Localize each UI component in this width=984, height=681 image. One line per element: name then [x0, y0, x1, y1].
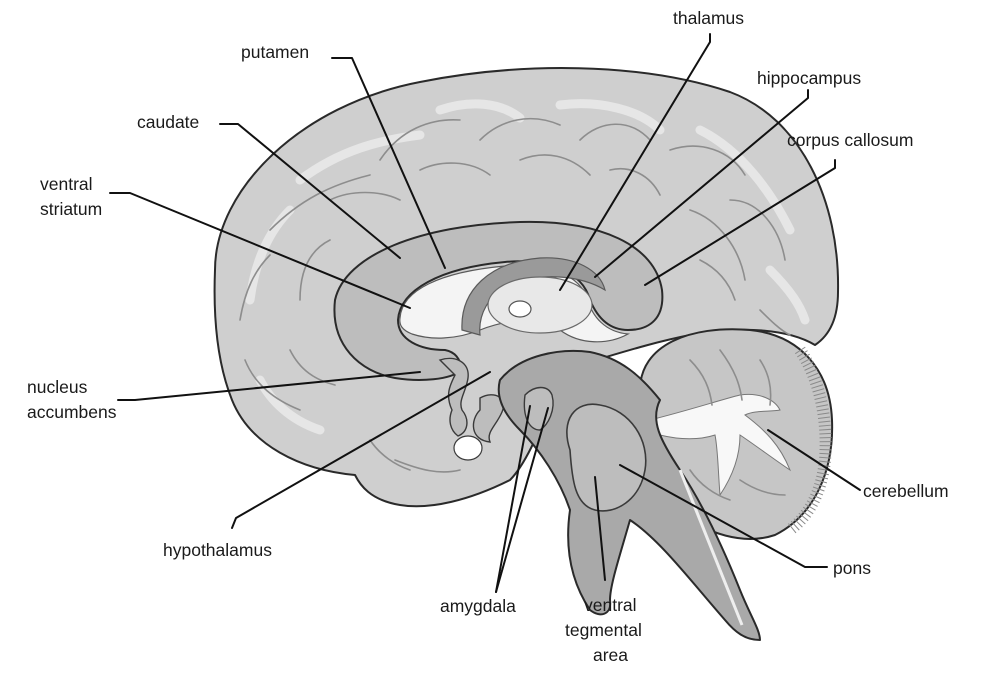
label-putamen: putamen — [241, 42, 309, 62]
interthalamic-adhesion — [509, 301, 531, 317]
label-amygdala: amygdala — [440, 596, 516, 616]
label-thalamus: thalamus — [673, 8, 744, 28]
label-ventral-striatum-line1: ventral — [40, 174, 93, 194]
label-hippocampus: hippocampus — [757, 68, 861, 88]
label-nucleus-accumbens-line1: nucleus — [27, 377, 88, 397]
label-vta-line1: ventral — [584, 595, 637, 615]
label-pons: pons — [833, 558, 871, 578]
label-ventral-striatum-line2: striatum — [40, 199, 102, 219]
thalamus-shape — [488, 277, 592, 333]
label-nucleus-accumbens-line2: accumbens — [27, 402, 117, 422]
mammillary-area — [454, 436, 482, 460]
label-vta-line2: tegmental — [565, 620, 642, 640]
label-corpus-callosum: corpus callosum — [787, 130, 913, 150]
label-vta-line3: area — [593, 645, 628, 665]
label-hypothalamus: hypothalamus — [163, 540, 272, 560]
label-caudate: caudate — [137, 112, 199, 132]
label-cerebellum: cerebellum — [863, 481, 949, 501]
